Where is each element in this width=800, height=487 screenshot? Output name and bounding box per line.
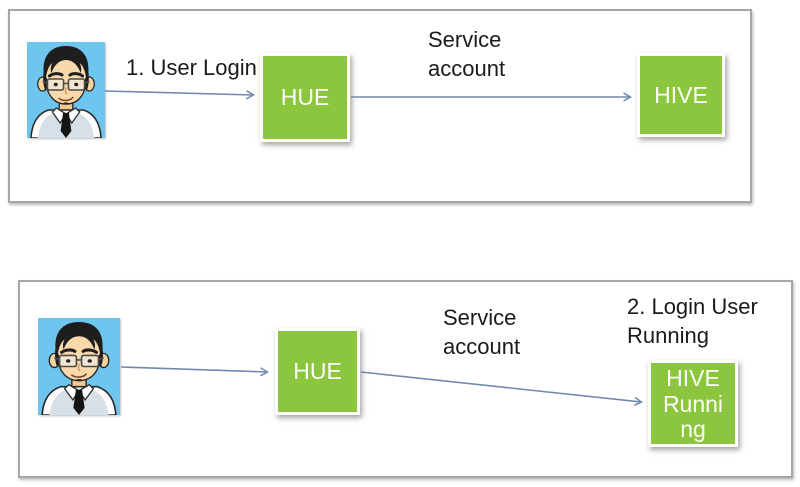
node-hive-running: HIVE Running	[648, 360, 738, 447]
node-hue: HUE	[275, 328, 360, 415]
label-login-user-running: 2. Login User Running	[627, 294, 758, 348]
node-hive: HIVE	[637, 53, 725, 137]
node-hue: HUE	[260, 53, 350, 142]
label-service-account: Service account	[428, 27, 506, 81]
panel-user-login-flow: 1. User Login Service account HUE HIVE	[8, 9, 752, 203]
node-hive-label: HIVE	[654, 81, 708, 108]
label-service-account: Service account	[443, 305, 521, 359]
node-hue-label: HUE	[293, 358, 342, 384]
node-hue-label: HUE	[280, 84, 330, 110]
user-avatar-icon	[27, 42, 105, 138]
panel-query-running-flow: Service account 2. Login User Running HU…	[18, 280, 793, 478]
user-avatar-icon	[38, 318, 120, 415]
node-hive-running-label: HIVE Running	[662, 364, 724, 443]
label-user-login: 1. User Login	[126, 55, 257, 80]
